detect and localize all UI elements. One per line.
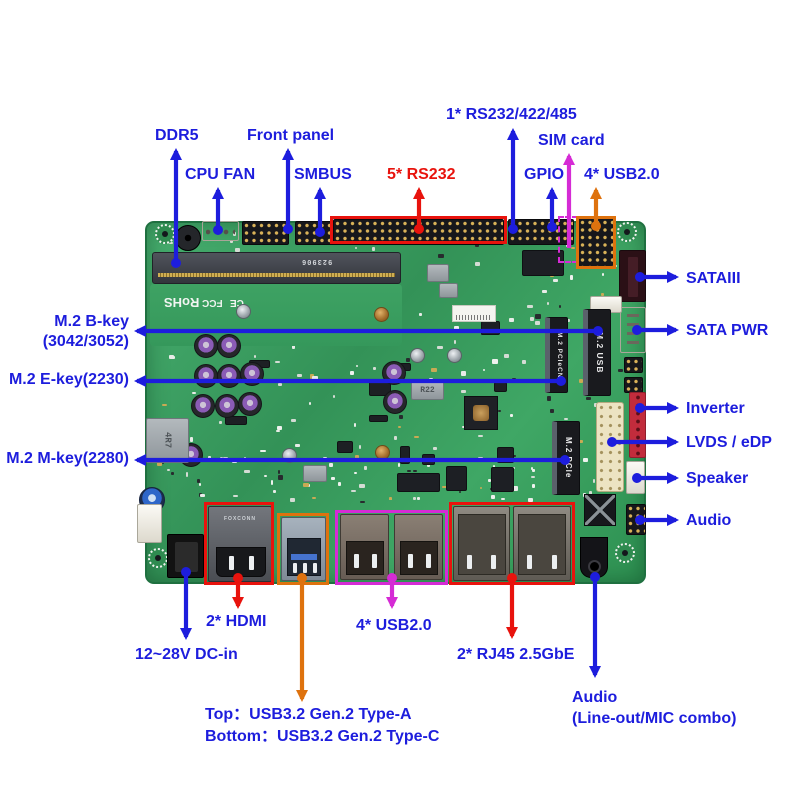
lvds-edp-connector [596,402,624,492]
label-audio-right: Audio [686,512,732,529]
m2-bkey-slot: M.2 USB [583,309,611,396]
inductor [303,465,327,482]
screw [447,348,462,363]
gpio-header [508,219,574,245]
screw-bronze [375,445,390,460]
front-panel-header [242,221,289,245]
inductor [439,283,458,298]
audio-codec-chip [584,494,616,526]
rj45-port [453,506,510,581]
barcode-sticker [452,305,496,322]
speaker-connector [626,461,645,494]
label-m2-mkey: M.2 M-key(2280) [6,450,129,467]
hdmi-callout-box [204,502,274,585]
label-gpio: GPIO [524,166,565,183]
inductor [427,264,449,282]
sodimm-print: 923906 [301,257,333,265]
rj45-port [513,506,571,581]
cpu-fan-connector [202,221,239,241]
screw [410,348,425,363]
screw [282,448,297,463]
m2-ekey-slot: M.2 PCIeCN [545,317,568,393]
audio-combo-jack [580,537,608,578]
sata-data-connector [619,250,646,302]
capacitor [382,361,406,385]
audio-header [626,504,646,535]
ethernet-controller [491,467,514,492]
usb3-type-a-c-port [281,517,326,581]
rj45-callout-box [449,502,575,585]
label-m2-ekey: M.2 E-key(2230) [8,371,129,388]
capacitor [215,394,239,418]
label-front-panel: Front panel [247,127,335,144]
label-sataiii: SATAIII [686,270,741,287]
sodimm-keepout-area: RoHS FCC CE [150,284,402,346]
label-hdmi: 2* HDMI [206,613,267,630]
usb2-header-callout-box [576,216,616,269]
dc-in-jack [167,534,204,578]
label-usb3: Top：USB3.2 Gen.2 Type-A Bottom：USB3.2 Ge… [205,706,440,745]
arrow-audio-combo [589,572,601,678]
screw-bronze [374,307,389,322]
capacitor [240,362,264,386]
mounting-hole [155,224,175,244]
label-ddr5: DDR5 [155,127,199,144]
socket-component [464,396,498,430]
capacitor [238,392,262,416]
rohs-mark: RoHS [164,295,200,310]
label-inverter: Inverter [686,400,745,417]
label-lvds-edp: LVDS / eDP [686,434,772,451]
inverter-connector [629,392,646,458]
ic-chip [397,473,440,492]
capacitor [383,390,407,414]
sim-card-callout-box [558,216,578,263]
label-rs232-5: 5* RS232 [387,166,456,183]
ethernet-controller [446,466,467,491]
mounting-hole [617,222,637,242]
fcc-mark: FCC [202,297,223,308]
label-rj45: 2* RJ45 2.5GbE [457,646,575,663]
ddr5-sodimm-slot: 923906 [152,252,401,284]
capacitor [217,334,241,358]
label-speaker: Speaker [686,470,749,487]
label-sim-card: SIM card [538,132,605,149]
inductor-4r7: 4R7 [146,418,189,463]
mounting-hole [615,543,635,563]
capacitor [217,364,241,388]
usb2-ports-callout-box [335,510,448,585]
inductor-r22: R22 [411,380,444,400]
usb3-callout-box [277,513,329,585]
capacitor [191,394,215,418]
capacitor [194,334,218,358]
mounting-hole [148,548,168,568]
buzzer [175,225,201,251]
rs232-callout-box [330,216,507,244]
usb2-port [340,514,389,580]
label-m2-bkey: M.2 B-key (3042/3052) [42,313,129,350]
screw [236,304,251,319]
label-cpu-fan: CPU FAN [185,166,256,183]
ic-chip [522,250,564,276]
label-rs232-1: 1* RS232/422/485 [446,106,577,123]
hdmi-brand-print: FOXCONN [224,516,256,522]
capacitor [194,364,218,388]
label-usb2-top: 4* USB2.0 [584,166,660,183]
label-sata-pwr: SATA PWR [686,322,769,339]
pin-header [624,377,643,393]
label-usb2-bottom: 4* USB2.0 [356,617,432,634]
label-dc-in: 12~28V DC-in [135,646,238,663]
hdmi-stacked-port: FOXCONN [208,506,272,582]
label-smbus: SMBUS [294,166,352,183]
sata-power-connector [620,307,646,353]
label-audio-combo: Audio (Line-out/MIC combo) [572,689,737,727]
m2-mkey-slot: M.2 PCIe [552,421,580,495]
pin-header [624,357,643,373]
battery-connector [137,504,162,543]
arrow-usb3 [296,573,308,702]
usb2-port [394,514,443,580]
